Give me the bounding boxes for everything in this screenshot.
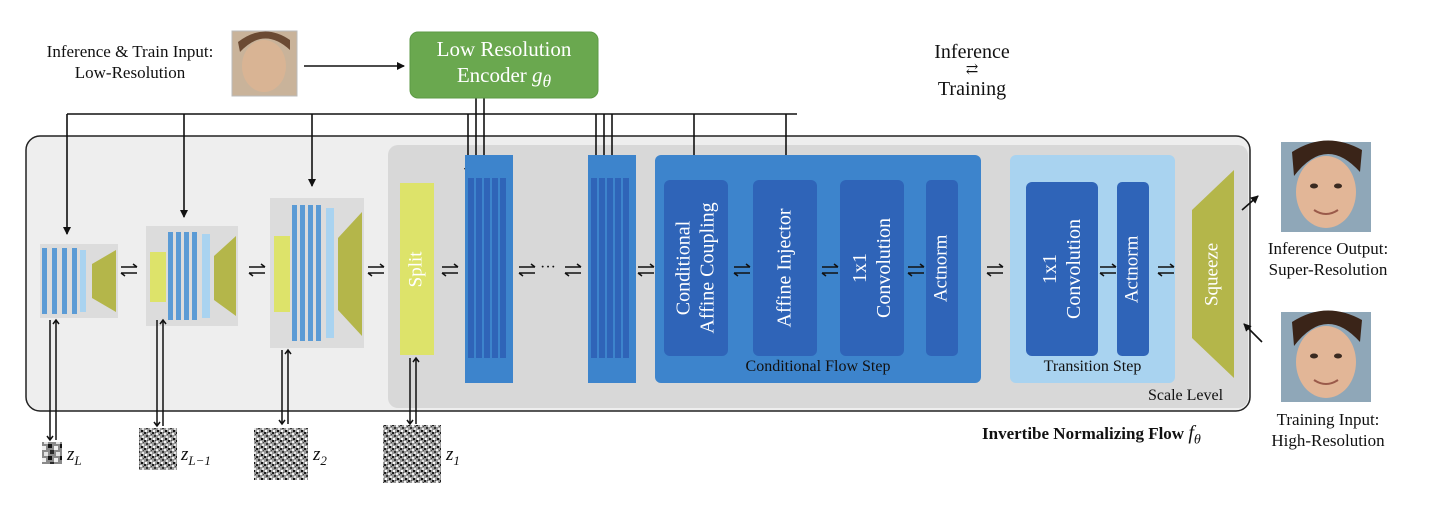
transition-actnorm-label: Actnorm [1121,235,1143,303]
high-resolution-face-image [1281,310,1371,402]
tconv-line2: Convolution [1063,218,1086,320]
affine-injector-label: Affine Injector [774,208,796,328]
lr-input-label-line1: Inference & Train Input: [46,42,214,61]
hr-input-line1: Training Input: [1276,410,1380,429]
hr-input-line2: High-Resolution [1271,431,1385,451]
latent-z2-noise [254,428,308,480]
scale-level-label: Scale Level [1148,387,1224,404]
scale-block-L [40,244,118,318]
cac-line1: Conditional [673,220,696,316]
latent-zL-noise [42,442,62,464]
mode-inference-label: Inference [934,41,1010,63]
conditional-flow-step-label: Conditional Flow Step [745,358,891,375]
flow-title-text: Invertibe Normalizing Flow [982,424,1189,443]
mode-arrows: ⇄ [965,62,979,78]
encoder-subscript: θ [542,71,552,92]
split-label: Split [405,251,427,287]
flow-title: Invertibe Normalizing Flow fθ [982,421,1201,449]
encoder-symbol: g [532,63,543,88]
encoder-label-line1: Low Resolution [436,37,572,61]
super-resolution-face-image [1281,140,1371,232]
hr-input-label: Training Input: High-Resolution [1248,409,1408,452]
transition-conv1x1-block [1026,182,1098,356]
conditional-affine-coupling-block [664,180,728,356]
flow-title-subscript: θ [1193,431,1201,448]
latent-arrows [46,318,420,442]
scale-block-L-1 [146,226,238,326]
flow-title-symbol: f [1188,422,1194,444]
affine-injector-block [753,180,817,356]
flow-step-stack-2 [588,155,636,383]
latent-label-zL-1: zL−1 [181,444,211,468]
transition-step-label: Transition Step [1043,358,1142,375]
split-block [400,183,434,355]
sr-output-line2: Super-Resolution [1268,260,1388,280]
scale-block-2 [270,198,364,348]
encoder-label-line2: Encoder gθ [410,62,598,93]
actnorm-label: Actnorm [930,234,952,302]
latent-label-zL: zL [67,444,82,468]
latent-zL1-noise [139,428,177,470]
actnorm-block [926,180,958,356]
conv-line1: 1x1 [849,253,872,284]
transition-actnorm-block [1117,182,1149,356]
latent-label-z2: z2 [313,444,327,468]
encoder-label: Low Resolution Encoder gθ [410,36,598,93]
flow-step-stack-1 [465,155,513,383]
lr-input-label: Inference & Train Input: Low-Resolution [30,41,230,84]
sr-output-line1: Inference Output: [1267,239,1389,258]
latent-z1-noise [383,425,441,483]
squeeze-block [1192,170,1234,378]
conv1x1-block [840,180,904,356]
latent-label-z1: z1 [446,444,460,468]
low-resolution-face-image [231,30,298,97]
tconv-line1: 1x1 [1039,254,1062,285]
low-resolution-encoder [409,31,599,99]
bidirectional-arrows [120,263,1175,277]
conv-line2: Convolution [873,217,896,319]
lr-input-label-line2: Low-Resolution [74,63,186,83]
cac-line2: Affine Coupling [697,202,720,334]
mode-training-label: Training [937,77,1007,100]
squeeze-label: Squeeze [1201,242,1223,306]
mode-indicator: Inference ⇄ Training [912,42,1032,100]
sr-output-label: Inference Output: Super-Resolution [1248,238,1408,281]
encoder-label-prefix: Encoder [456,63,533,88]
ellipsis-label: ··· [540,259,556,276]
